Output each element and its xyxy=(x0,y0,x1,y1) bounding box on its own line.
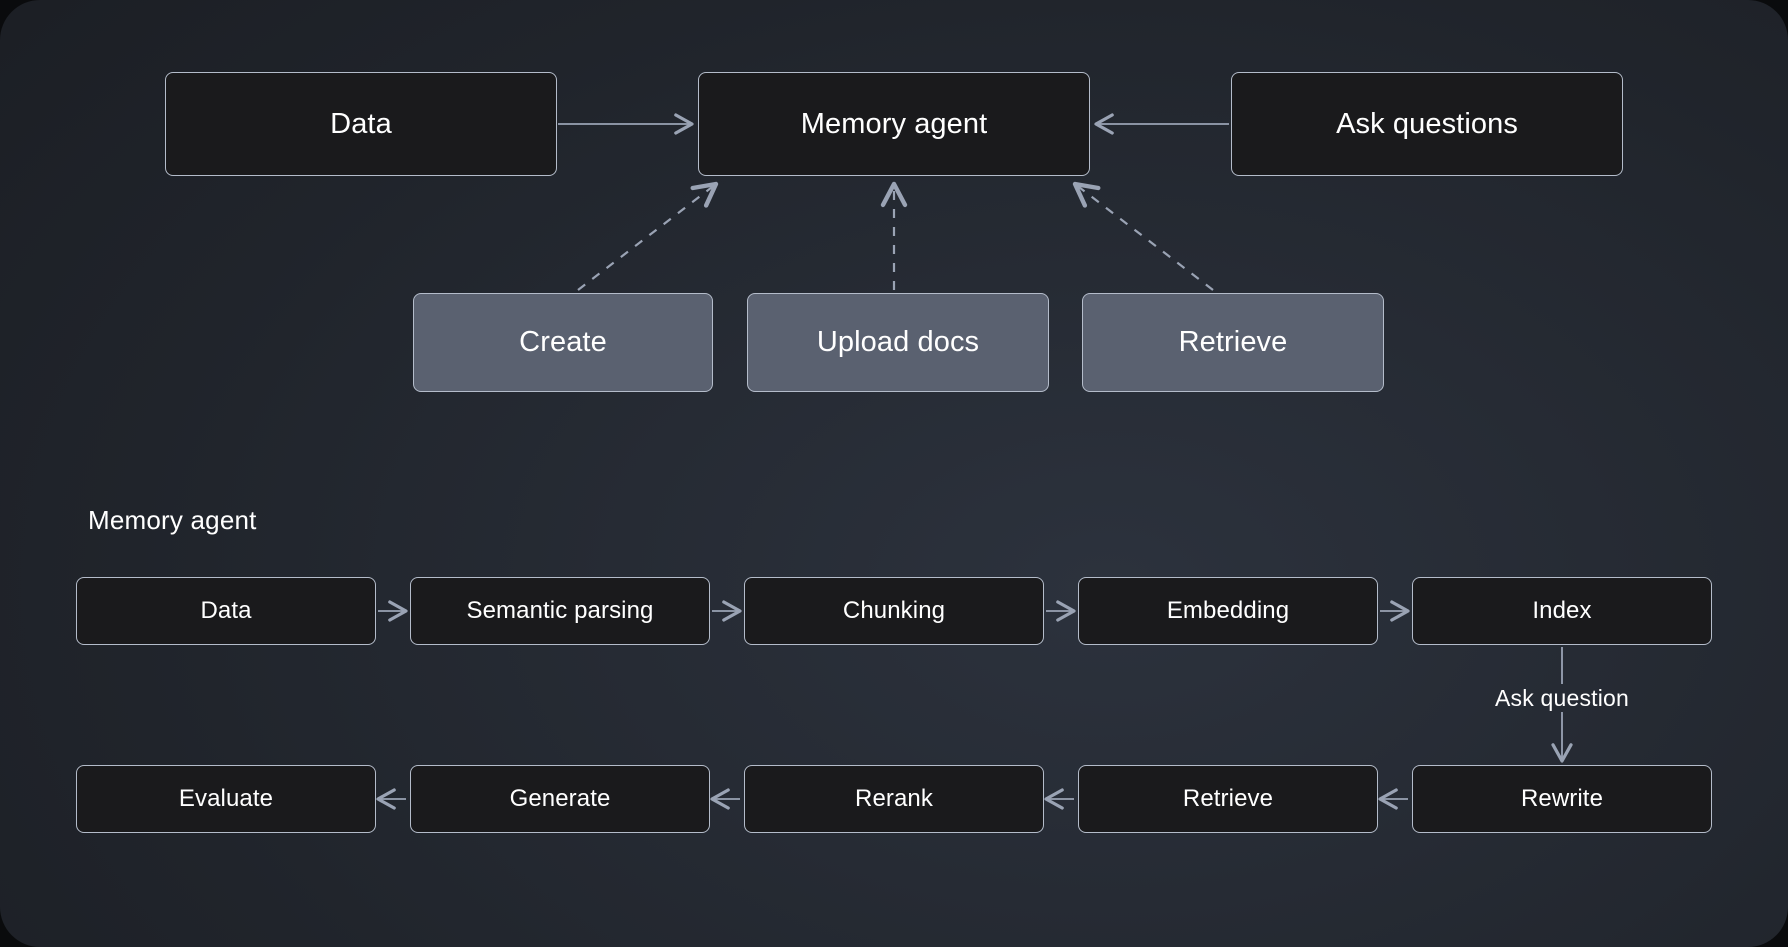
node-pipeline-chunking: Chunking xyxy=(744,577,1044,645)
node-label: Evaluate xyxy=(178,785,274,812)
node-memory-agent: Memory agent xyxy=(698,72,1090,176)
edge-retrieve-to-memory-agent xyxy=(1072,181,1214,291)
node-pipeline-data: Data xyxy=(76,577,376,645)
node-label: Index xyxy=(1532,597,1592,624)
node-label: Generate xyxy=(509,785,611,812)
node-pipeline-retrieve: Retrieve xyxy=(1078,765,1378,833)
node-pipeline-index: Index xyxy=(1412,577,1712,645)
node-pipeline-semantic-parsing: Semantic parsing xyxy=(410,577,710,645)
node-pipeline-embedding: Embedding xyxy=(1078,577,1378,645)
node-create: Create xyxy=(413,293,713,392)
node-pipeline-rewrite: Rewrite xyxy=(1412,765,1712,833)
node-data: Data xyxy=(165,72,557,176)
node-label: Chunking xyxy=(842,597,946,624)
node-label: Data xyxy=(200,597,252,624)
node-pipeline-rerank: Rerank xyxy=(744,765,1044,833)
node-label: Upload docs xyxy=(816,326,980,358)
node-label: Semantic parsing xyxy=(466,597,654,624)
node-label: Ask questions xyxy=(1336,107,1518,140)
node-pipeline-evaluate: Evaluate xyxy=(76,765,376,833)
edge-create-to-memory-agent xyxy=(577,181,719,291)
node-ask-questions: Ask questions xyxy=(1231,72,1623,176)
section-title-memory-agent: Memory agent xyxy=(88,505,257,535)
node-label: Retrieve xyxy=(1178,326,1288,358)
node-label: Memory agent xyxy=(800,107,988,140)
edge-label-ask-question: Ask question xyxy=(1494,685,1630,711)
node-label: Data xyxy=(330,107,392,140)
node-label: Rewrite xyxy=(1520,785,1604,812)
node-label: Retrieve xyxy=(1182,785,1274,812)
node-label: Rerank xyxy=(855,785,933,812)
node-upload-docs: Upload docs xyxy=(747,293,1049,392)
node-label: Create xyxy=(519,326,607,358)
node-label: Embedding xyxy=(1166,597,1290,624)
node-retrieve-tool: Retrieve xyxy=(1082,293,1384,392)
node-pipeline-generate: Generate xyxy=(410,765,710,833)
